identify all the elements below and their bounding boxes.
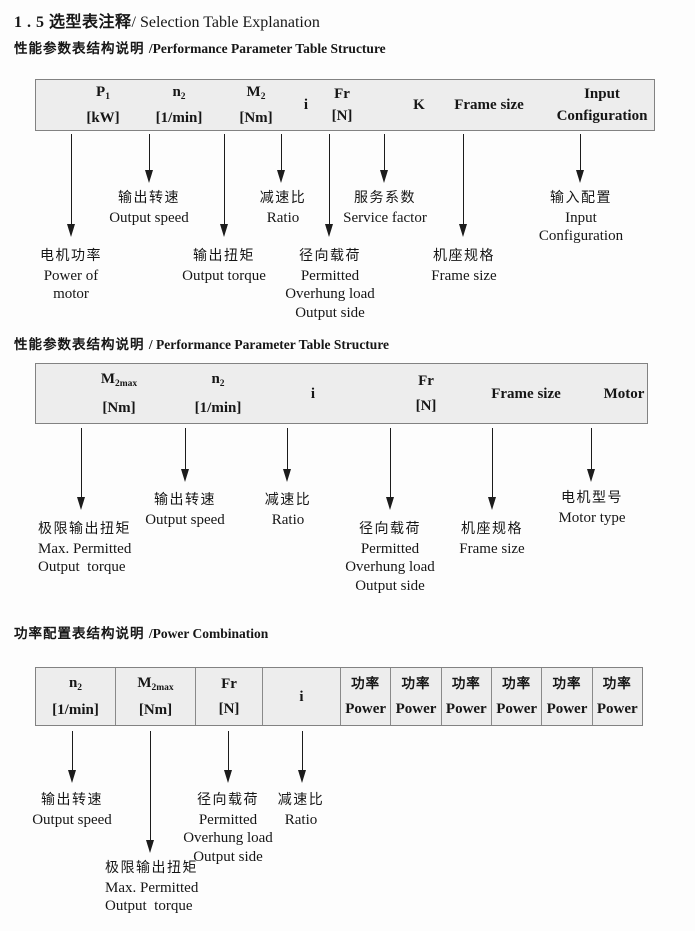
col-frame-size: Frame size [491, 385, 561, 402]
arrow-m2max [145, 731, 154, 853]
page-title-zh: 1 . 5 选型表注释 [14, 14, 132, 31]
arrow-n2 [180, 428, 189, 482]
arrow-m2max [76, 428, 85, 510]
arrow-frame-size [458, 134, 467, 237]
arrow-fr [324, 134, 333, 237]
col-n2: n2[1/min] [155, 84, 203, 126]
table1-header-strip: P1[kW] n2[1/min] M2[Nm] i Fr[N] K Frame … [35, 79, 655, 131]
arrow-fr [385, 428, 394, 510]
arrow-i [276, 134, 285, 183]
arrow-p1 [66, 134, 75, 237]
page-title-en: / Selection Table Explanation [131, 14, 320, 31]
col-i: i [310, 385, 316, 402]
page-title: 1 . 5 选型表注释/ Selection Table Explanation [14, 8, 320, 32]
arrow-i [297, 731, 306, 783]
col-k: K [413, 97, 425, 113]
section1-heading: 性能参数表结构说明 /Performance Parameter Table S… [14, 41, 386, 56]
arrow-n2 [67, 731, 76, 783]
section2-heading: 性能参数表结构说明 / Performance Parameter Table … [14, 337, 390, 352]
arrow-motor [586, 428, 595, 482]
col-motor: Motor [603, 385, 645, 402]
col-n2: n2[1/min] [194, 371, 242, 416]
col-fr: Fr[N] [196, 668, 263, 725]
col-fr: Fr[N] [331, 86, 353, 124]
arrow-m2 [219, 134, 228, 237]
arrow-k [379, 134, 388, 183]
arrow-frame-size [487, 428, 496, 510]
col-fr: Fr[N] [415, 373, 437, 414]
col-m2: M2[Nm] [239, 84, 273, 126]
arrow-n2 [144, 134, 153, 183]
col-i: i [303, 97, 309, 113]
col-p1: P1[kW] [86, 84, 120, 126]
col-i: i [263, 668, 341, 725]
col-frame-size: Frame size [454, 97, 524, 113]
col-m2max: M2max[Nm] [116, 668, 196, 725]
arrow-i [282, 428, 291, 482]
arrow-input-configuration [575, 134, 584, 183]
arrow-fr [223, 731, 232, 783]
table2-header-strip: M2max[Nm] n2[1/min] i Fr[N] Frame size M… [35, 363, 648, 424]
col-m2max: M2max[Nm] [100, 371, 138, 416]
col-n2: n2[1/min] [36, 668, 116, 725]
section3-heading: 功率配置表结构说明 /Power Combination [14, 626, 269, 641]
